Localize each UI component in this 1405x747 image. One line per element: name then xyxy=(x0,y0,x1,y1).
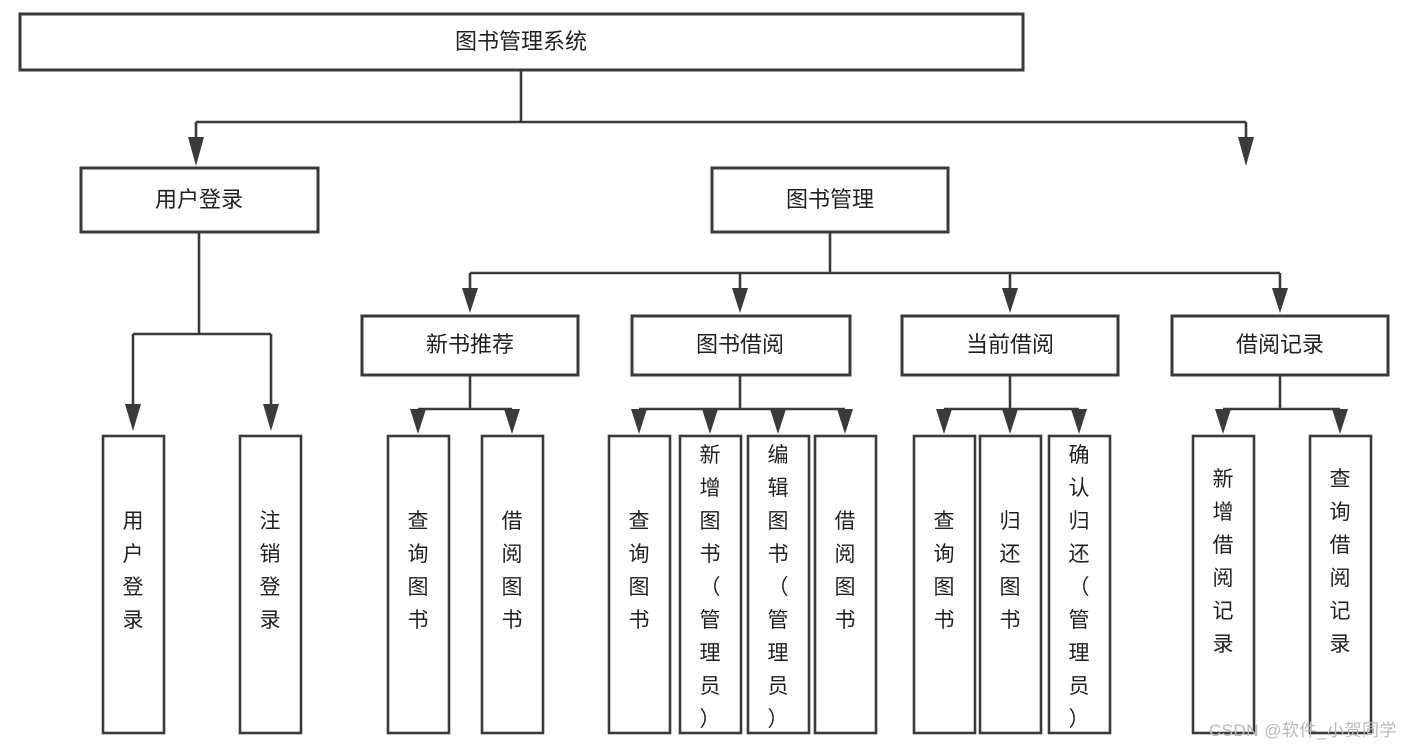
node-current-borrow-box xyxy=(900,314,1120,377)
leaf-current-borrow-confirm-return[interactable]: 确认归还（管理员） xyxy=(1047,434,1112,735)
leaf-book-borrow-query-book-box xyxy=(607,434,672,735)
leaf-book-borrow-borrow-book-box xyxy=(813,434,878,735)
leaf-new-book-query-book[interactable]: 查询图书 xyxy=(386,434,451,735)
node-book-borrow[interactable]: 图书借阅 xyxy=(630,314,852,377)
node-user-login[interactable]: 用户登录 xyxy=(79,166,320,234)
node-book-borrow-label: 图书借阅 xyxy=(696,332,784,357)
node-new-book-recommend[interactable]: 新书推荐 xyxy=(360,314,580,377)
leaf-book-borrow-borrow-book[interactable]: 借阅图书 xyxy=(813,434,878,735)
leaf-borrow-record-add-record-box xyxy=(1191,434,1256,735)
node-current-borrow-label: 当前借阅 xyxy=(966,332,1054,357)
connector-bookmgmt-to-level3 xyxy=(462,233,1288,313)
node-current-borrow[interactable]: 当前借阅 xyxy=(900,314,1120,377)
connector-bookborrow-to-leaves xyxy=(631,375,853,434)
leaf-current-borrow-return-book[interactable]: 归还图书 xyxy=(978,434,1043,735)
leaf-current-borrow-confirm-return-label: 确认归还（管理员） xyxy=(1069,444,1090,731)
node-borrow-record-label: 借阅记录 xyxy=(1236,332,1324,357)
leaf-user-login-do-login[interactable]: 用户登录 xyxy=(101,434,166,735)
leaf-borrow-record-add-record-label: 新增借阅记录 xyxy=(1213,468,1234,656)
leaf-user-login-logout-box xyxy=(238,434,303,735)
leaf-book-borrow-borrow-book-label: 借阅图书 xyxy=(835,510,856,632)
leaf-borrow-record-query-record[interactable]: 查询借阅记录 xyxy=(1308,434,1373,735)
node-book-borrow-box xyxy=(630,314,852,377)
leaf-new-book-query-book-box xyxy=(386,434,451,735)
leaf-book-borrow-add-book[interactable]: 新增图书（管理员） xyxy=(678,434,743,735)
node-root-system-label: 图书管理系统 xyxy=(455,29,587,54)
node-root-system-box xyxy=(18,12,1025,72)
leaf-user-login-do-login-label: 用户登录 xyxy=(123,510,144,632)
node-book-management[interactable]: 图书管理 xyxy=(710,166,950,234)
connector-root-to-level2 xyxy=(188,70,1254,166)
leaf-new-book-query-book-label: 查询图书 xyxy=(408,510,429,632)
leaf-current-borrow-query-book[interactable]: 查询图书 xyxy=(912,434,977,735)
node-root-system[interactable]: 图书管理系统 xyxy=(18,12,1025,72)
leaf-book-borrow-add-book-label: 新增图书（管理员） xyxy=(700,444,721,731)
connector-borrowrecord-to-leaves xyxy=(1215,375,1348,434)
node-borrow-record[interactable]: 借阅记录 xyxy=(1170,314,1390,377)
leaf-borrow-record-add-record[interactable]: 新增借阅记录 xyxy=(1191,434,1256,735)
leaf-borrow-record-query-record-box xyxy=(1308,434,1373,735)
node-new-book-recommend-label: 新书推荐 xyxy=(426,332,514,357)
leaf-current-borrow-return-book-box xyxy=(978,434,1043,735)
leaf-book-borrow-query-book-label: 查询图书 xyxy=(629,510,650,632)
leaf-current-borrow-return-book-label: 归还图书 xyxy=(1000,510,1021,632)
leaf-user-login-logout[interactable]: 注销登录 xyxy=(238,434,303,735)
leaf-new-book-borrow-book[interactable]: 借阅图书 xyxy=(480,434,545,735)
leaf-user-login-do-login-box xyxy=(101,434,166,735)
leaf-current-borrow-confirm-return-box xyxy=(1047,434,1112,735)
leaf-current-borrow-query-book-box xyxy=(912,434,977,735)
node-borrow-record-box xyxy=(1170,314,1390,377)
connector-currentborrow-to-leaves xyxy=(936,375,1087,434)
node-new-book-recommend-box xyxy=(360,314,580,377)
node-book-management-label: 图书管理 xyxy=(786,187,874,212)
node-book-management-box xyxy=(710,166,950,234)
leaf-book-borrow-query-book[interactable]: 查询图书 xyxy=(607,434,672,735)
connector-newbook-to-leaves xyxy=(410,375,520,434)
leaf-new-book-borrow-book-box xyxy=(480,434,545,735)
leaf-current-borrow-query-book-label: 查询图书 xyxy=(934,510,955,632)
leaf-new-book-borrow-book-label: 借阅图书 xyxy=(502,510,523,632)
leaf-book-borrow-edit-book-label: 编辑图书（管理员） xyxy=(768,444,789,731)
leaf-user-login-logout-label: 注销登录 xyxy=(260,510,281,632)
node-user-login-box xyxy=(79,166,320,234)
connector-userlogin-to-leaves xyxy=(125,233,279,431)
leaf-book-borrow-add-book-box xyxy=(678,434,743,735)
leaf-book-borrow-edit-book[interactable]: 编辑图书（管理员） xyxy=(746,434,811,735)
leaf-borrow-record-query-record-label: 查询借阅记录 xyxy=(1330,468,1351,656)
node-user-login-label: 用户登录 xyxy=(155,187,243,212)
leaf-book-borrow-edit-book-box xyxy=(746,434,811,735)
